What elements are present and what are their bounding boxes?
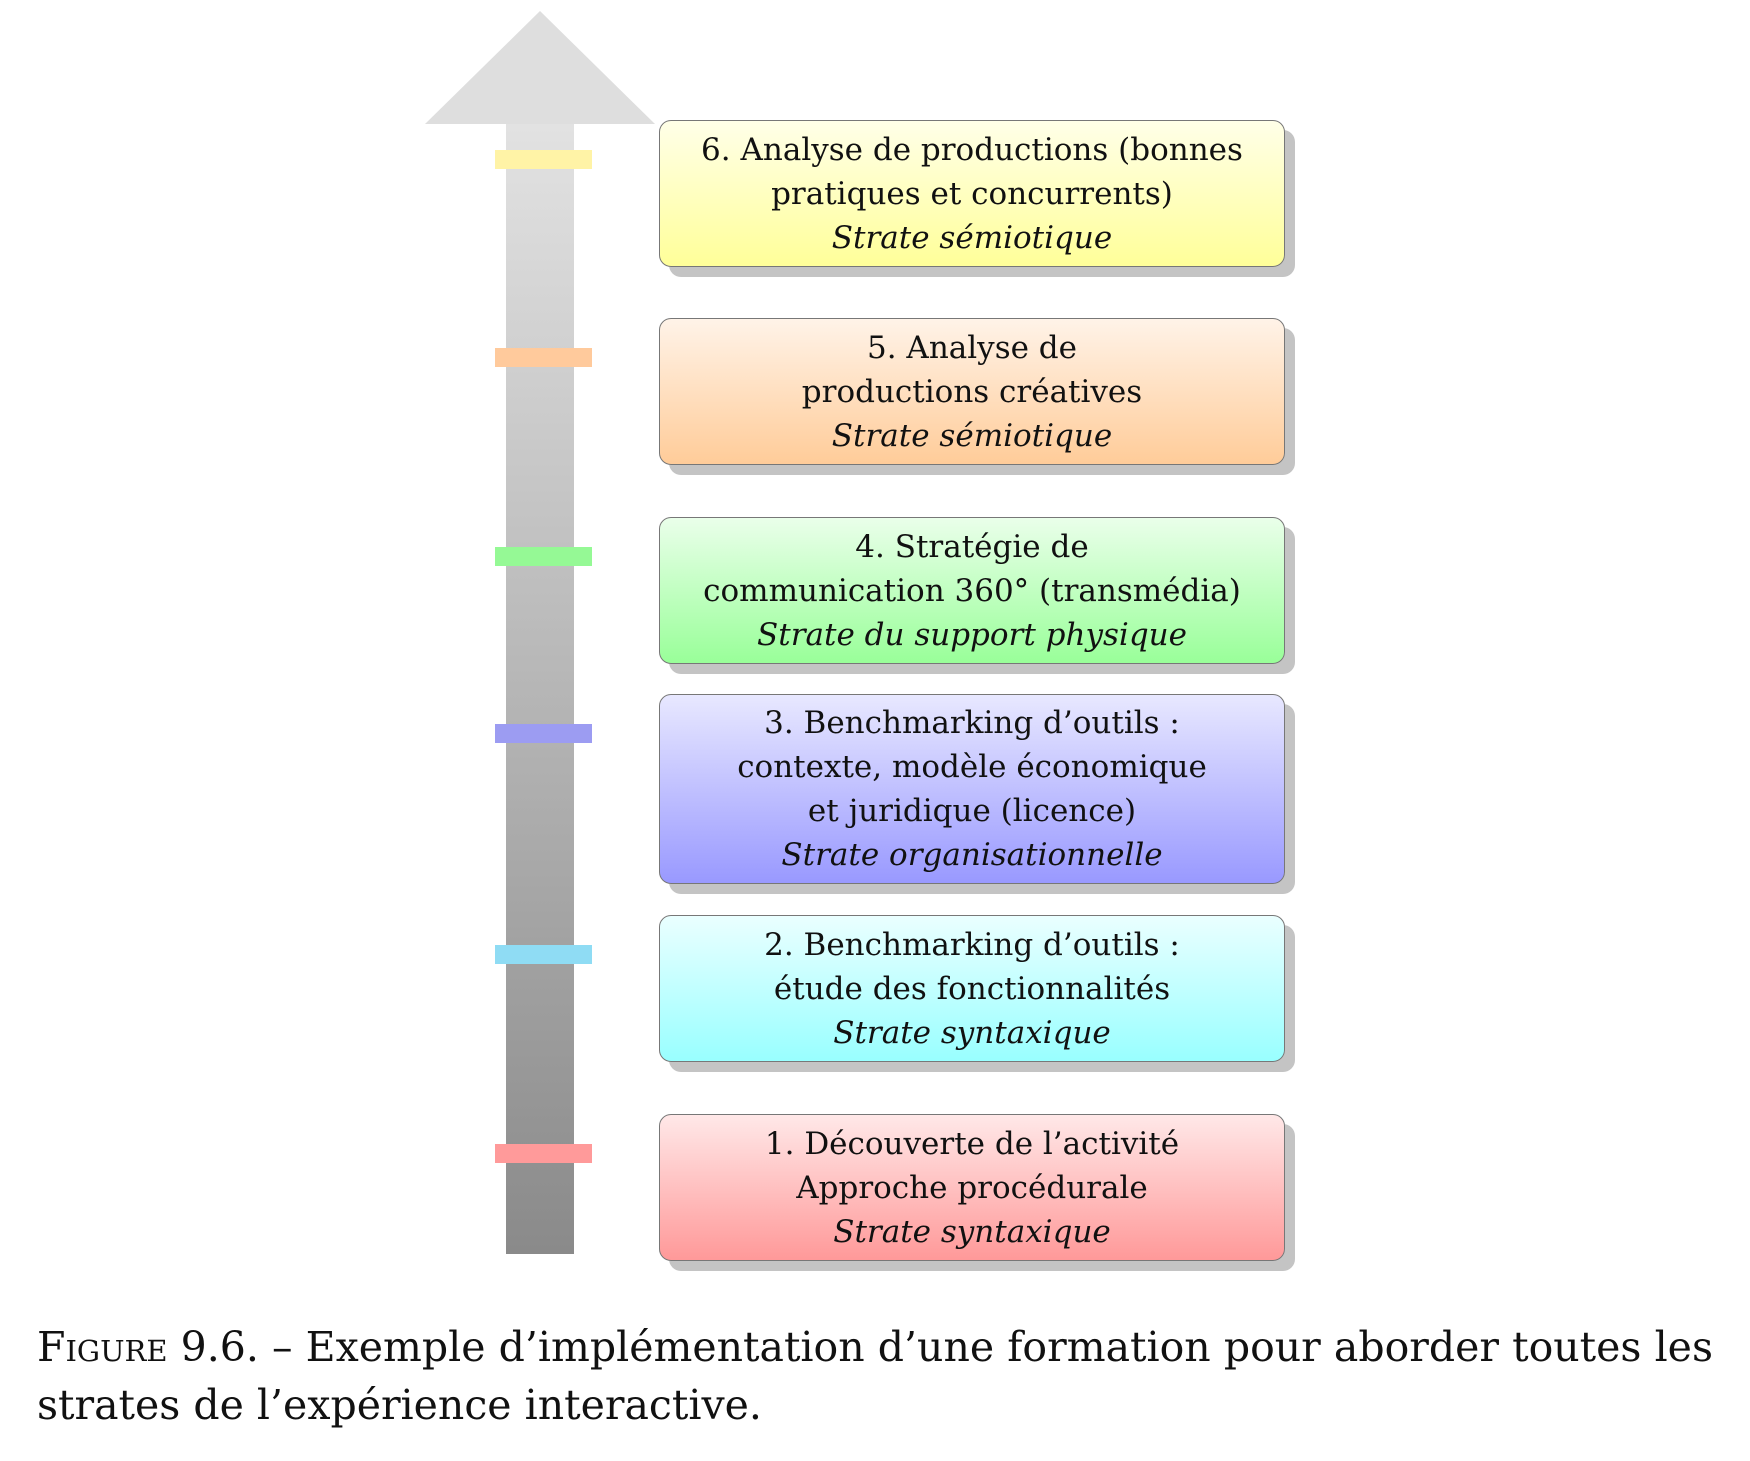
stage-title-line: 1. Découverte de l’activité: [764, 1125, 1180, 1162]
stage-title-line: et juridique (licence): [807, 793, 1137, 829]
stage-title-line: communication 360° (transmédia): [703, 572, 1241, 609]
figure-caption: Figure 9.6. – Exemple d’implémentation d…: [37, 1318, 1713, 1434]
stage-title-line: étude des fonctionnalités: [773, 970, 1171, 1007]
stage-title-line: 3. Benchmarking d’outils :: [764, 705, 1180, 741]
stage-title-line: Approche procédurale: [796, 1169, 1148, 1206]
stage-title-line: 5. Analyse de: [867, 329, 1077, 366]
stage-title-line: productions créatives: [801, 373, 1143, 410]
stage-marker-2: [495, 945, 592, 964]
stage-title-line: pratiques et concurrents): [771, 175, 1173, 212]
caption-label: Figure 9.6.: [37, 1323, 259, 1371]
stage-marker-4: [495, 547, 592, 566]
progression-arrow: [425, 11, 655, 1254]
stage-strata-label: Strate organisationnelle: [781, 837, 1163, 873]
arrow-shaft: [506, 124, 574, 1254]
stage-title-line: 2. Benchmarking d’outils :: [764, 926, 1180, 963]
stage-strata-label: Strate syntaxique: [833, 1014, 1111, 1051]
stage-marker-6: [495, 150, 592, 169]
stage-title-line: 4. Stratégie de: [855, 528, 1089, 565]
caption-text: – Exemple d’implémentation d’une formati…: [37, 1323, 1713, 1429]
stage-markers: [495, 150, 592, 1163]
stage-box-2: 2. Benchmarking d’outils : étude des fonc…: [659, 915, 1285, 1062]
stage-box-3: 3. Benchmarking d’outils : contexte, modè…: [659, 694, 1285, 884]
stage-strata-label: Strate syntaxique: [833, 1213, 1111, 1250]
arrow-head: [425, 11, 655, 124]
stage-marker-3: [495, 724, 592, 743]
stage-strata-label: Strate sémiotique: [831, 417, 1113, 454]
stage-marker-5: [495, 348, 592, 367]
stage-marker-1: [495, 1144, 592, 1163]
stage-title-line: 6. Analyse de productions (bonnes: [701, 131, 1243, 168]
stage-box-6: 6. Analyse de productions (bonnes pratiqu…: [659, 120, 1285, 267]
stage-box-4: 4. Stratégie de communication 360° (trans…: [659, 517, 1285, 664]
stage-title-line: contexte, modèle économique: [737, 749, 1207, 785]
stage-strata-label: Strate sémiotique: [831, 219, 1113, 256]
stage-strata-label: Strate du support physique: [757, 616, 1187, 653]
